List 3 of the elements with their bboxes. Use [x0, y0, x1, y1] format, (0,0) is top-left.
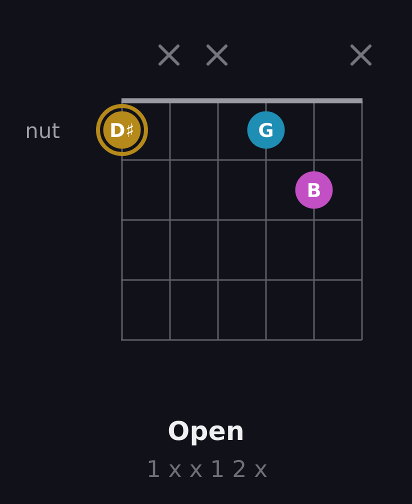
fingering-text: 1 x x 1 2 x — [148, 460, 267, 477]
nut-label: nut — [26, 123, 60, 138]
chord-title: Open — [168, 420, 242, 446]
